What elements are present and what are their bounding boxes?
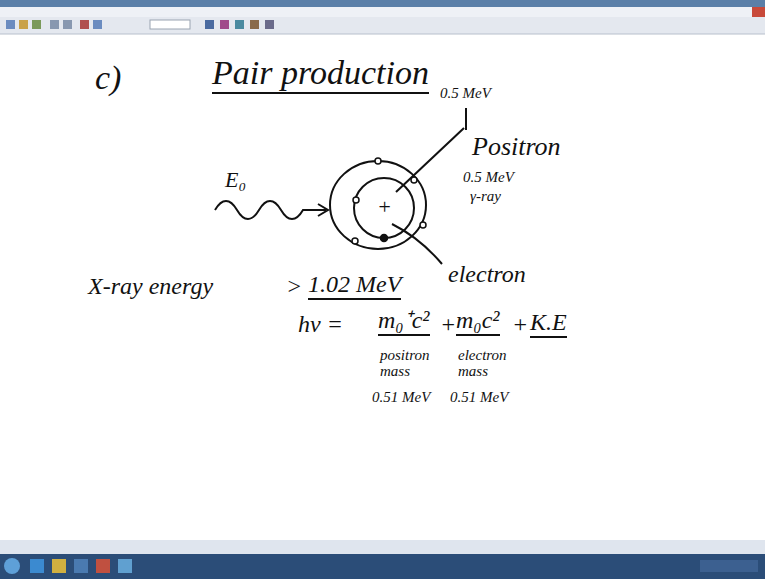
equation-operator: + xyxy=(440,312,456,337)
electron-track xyxy=(392,224,442,264)
section-letter: c) xyxy=(95,60,121,96)
condition-text: X-ray energy xyxy=(88,274,213,299)
energy-note: 0.51 MeV xyxy=(450,390,508,406)
equation-term: m₀⁺c² xyxy=(378,308,430,336)
particle-name: electron xyxy=(448,262,526,287)
menu-bar xyxy=(0,7,765,17)
close-button xyxy=(752,7,765,17)
orbit-electrons xyxy=(352,158,426,244)
energy-note: 0.51 MeV xyxy=(372,390,430,406)
slide-heading: Pair production xyxy=(212,55,429,94)
positron-track xyxy=(396,128,464,192)
threshold-value: 1.02 MeV xyxy=(308,272,401,300)
toolbar-icons xyxy=(6,20,274,29)
title-bar xyxy=(0,0,765,7)
term-note: electron mass xyxy=(458,348,520,380)
nucleus-charge: + xyxy=(377,195,392,218)
equation-term: m₀c² xyxy=(456,308,500,336)
toolbar xyxy=(0,17,765,34)
equation-term: hν = xyxy=(298,312,343,337)
energy-note: 0.5 MeV xyxy=(440,86,491,102)
toolbar-border xyxy=(0,34,765,35)
equation-operator: + xyxy=(512,312,528,337)
photon-wave xyxy=(215,201,326,219)
track-tick xyxy=(465,108,467,130)
inner-orbit xyxy=(354,178,414,238)
taskbar-icons xyxy=(4,558,758,574)
status-bar xyxy=(0,540,765,554)
term-note: positron mass xyxy=(380,348,442,380)
arrow-head xyxy=(318,204,328,216)
energy-note: 0.5 MeV xyxy=(463,170,514,186)
photon-energy: E₀ xyxy=(225,168,246,191)
ray-note: γ-ray xyxy=(470,189,501,205)
relation-sign: > xyxy=(286,274,302,299)
particle-name: Positron xyxy=(472,133,561,160)
equation-term: K.E xyxy=(530,310,567,338)
taskbar xyxy=(0,554,765,579)
